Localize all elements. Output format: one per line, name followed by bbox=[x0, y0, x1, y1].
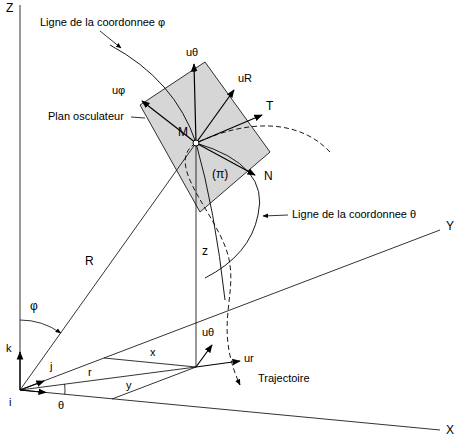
tangent-vector bbox=[196, 115, 262, 143]
coordinate-line-label: Ligne de la coordonnee φ bbox=[40, 16, 165, 29]
angle-label: φ bbox=[30, 300, 38, 313]
phi-coordinate-line bbox=[110, 45, 225, 300]
leader-line bbox=[263, 215, 288, 216]
y-axis bbox=[20, 230, 440, 390]
point-label: M bbox=[178, 126, 188, 139]
length-label: r bbox=[88, 366, 92, 379]
plane-symbol: (π) bbox=[212, 168, 228, 181]
coordinate-line-label: Ligne de la coordonnee θ bbox=[292, 208, 416, 221]
vector-label: ur bbox=[244, 352, 254, 365]
vector-label: T bbox=[266, 100, 273, 113]
projection-y bbox=[112, 367, 196, 399]
radius-r bbox=[20, 367, 196, 390]
angle-phi-arc bbox=[20, 320, 61, 333]
axis-label: Y bbox=[446, 220, 454, 233]
unit-vector-uphi bbox=[142, 101, 196, 143]
plane-label: Plan osculateur bbox=[48, 110, 124, 123]
unit-vector-k bbox=[19, 352, 20, 390]
trajectory-label: Trajectoire bbox=[258, 372, 310, 385]
axis-label: X bbox=[446, 424, 454, 437]
vector-label: j bbox=[50, 360, 52, 373]
length-label: R bbox=[85, 255, 94, 268]
unit-vector-utheta-foot bbox=[196, 345, 212, 367]
leader-line bbox=[100, 31, 121, 48]
leader-line bbox=[131, 117, 145, 118]
vector-label: uθ bbox=[186, 46, 198, 59]
point-m bbox=[193, 140, 199, 146]
projection-x bbox=[104, 358, 196, 367]
length-label: z bbox=[202, 245, 208, 258]
vector-label: N bbox=[264, 170, 273, 183]
length-label: y bbox=[126, 379, 132, 392]
position-vector-r bbox=[20, 143, 196, 390]
vector-label: uR bbox=[238, 72, 252, 85]
axis-label: Z bbox=[6, 2, 13, 15]
trajectory-curve bbox=[185, 126, 330, 385]
vector-label: uφ bbox=[112, 84, 125, 97]
angle-theta-arc bbox=[64, 384, 65, 394]
osculating-plane bbox=[140, 62, 270, 212]
vector-label: uθ bbox=[202, 326, 214, 339]
unit-vector-i bbox=[20, 390, 46, 393]
unit-vector-ur-foot bbox=[196, 361, 240, 367]
vector-label: k bbox=[6, 342, 12, 355]
height-z bbox=[196, 143, 197, 367]
theta-coordinate-line bbox=[196, 143, 260, 278]
x-axis bbox=[20, 390, 440, 430]
length-label: x bbox=[150, 346, 156, 359]
z-axis bbox=[20, 5, 21, 390]
vector-label: i bbox=[9, 396, 11, 409]
unit-vector-utheta bbox=[194, 64, 196, 143]
angle-label: θ bbox=[58, 399, 64, 412]
